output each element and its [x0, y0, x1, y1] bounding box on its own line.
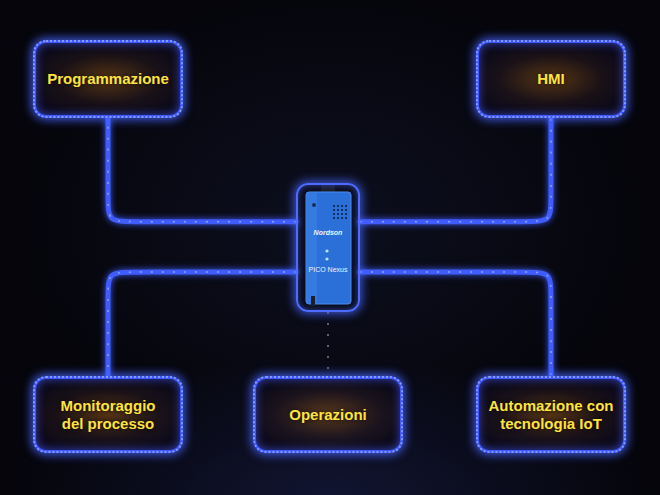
device-led [325, 249, 328, 252]
connector-sparkle [108, 118, 296, 222]
node-label: Programmazione [47, 70, 169, 88]
feature-box: Monitoraggio del processo [33, 376, 183, 453]
connector-sparkle [360, 272, 551, 376]
device-body [306, 192, 351, 304]
feature-box: Programmazione [33, 40, 183, 118]
node-label: HMI [537, 70, 565, 88]
node-label: Monitoraggio del processo [54, 397, 162, 433]
connector-line [360, 118, 551, 222]
node-sublabel: PICO Nexus [298, 266, 358, 274]
device-screw [312, 203, 316, 207]
feature-box: HMI [476, 40, 626, 118]
node-label: Automazione con tecnologia IoT [485, 397, 617, 433]
connector-line [108, 272, 296, 376]
device-stub [311, 296, 315, 306]
device-node: NordsonPICO Nexus [296, 183, 360, 312]
connector-line [108, 118, 296, 222]
node-label: Operazioni [289, 406, 367, 424]
feature-box: Operazioni [253, 376, 403, 453]
connector-line [326, 312, 331, 376]
connector-sparkle [108, 272, 296, 376]
connector-sparkle [360, 118, 551, 222]
connector-sparkle [327, 312, 329, 376]
device-highlight [307, 193, 317, 303]
node-label: Nordson [298, 229, 358, 237]
device-led [325, 257, 328, 260]
device-vent [333, 205, 347, 219]
connector-line [360, 272, 551, 376]
feature-box: Automazione con tecnologia IoT [476, 376, 626, 453]
